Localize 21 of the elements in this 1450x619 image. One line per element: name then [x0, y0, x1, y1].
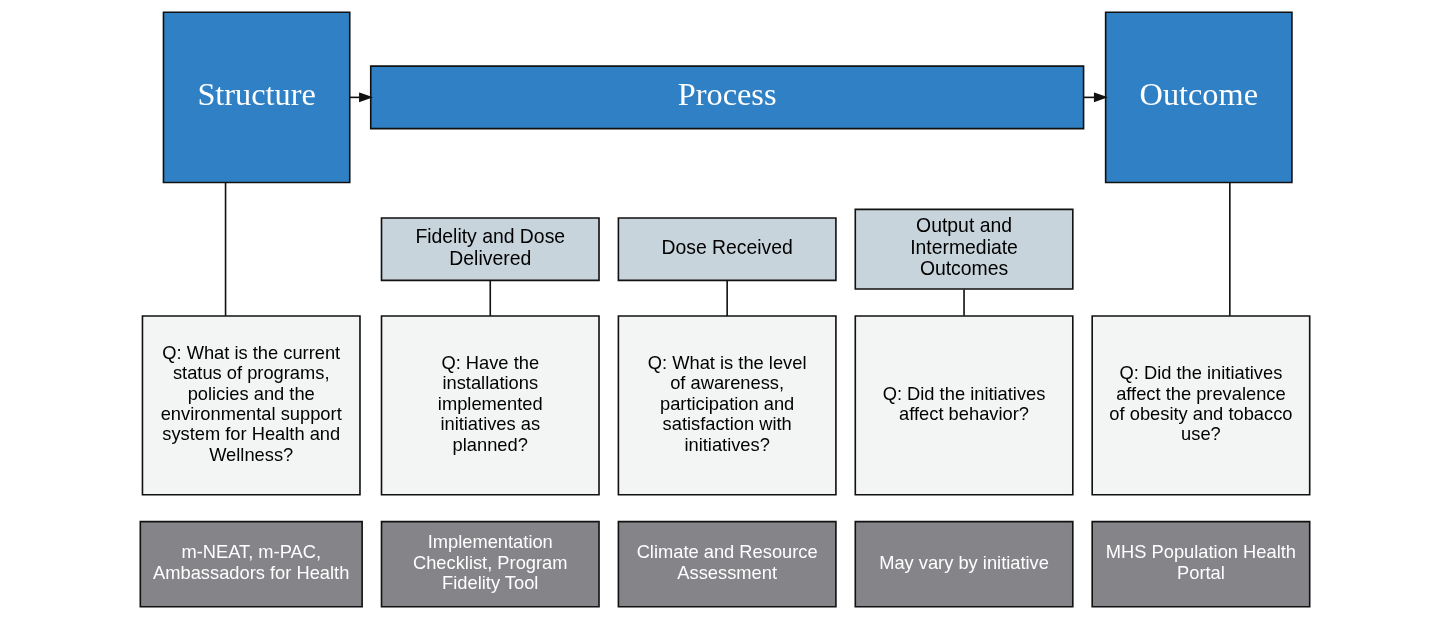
- connector: [489, 280, 492, 317]
- node-box: Dose Received: [617, 217, 837, 282]
- node-box: m-NEAT, m-PAC, Ambassadors for Health: [139, 520, 363, 608]
- node-box: Outcome: [1104, 11, 1293, 184]
- node-box: Climate and Resource Assessment: [617, 520, 837, 608]
- node-box: Q: Did the initiatives affect behavior?: [854, 315, 1074, 496]
- node-box: Structure: [162, 11, 351, 184]
- connector: [1229, 181, 1231, 317]
- node-box: Q: What is the level of awareness, participation and satisfaction with initiatives?: [617, 315, 837, 496]
- connector: [224, 181, 227, 317]
- connector: [963, 288, 965, 317]
- node-box: Process: [369, 65, 1085, 130]
- connector: [726, 280, 728, 317]
- node-box: Implementation Checklist, Program Fidelity Tool: [380, 520, 600, 608]
- node-box: May vary by initiative: [854, 520, 1074, 608]
- node-box: Q: What is the current status of programs, policies and the environmental support system for Health and Wellness?: [141, 315, 361, 496]
- node-box: MHS Population Health Portal: [1091, 520, 1311, 608]
- node-box: Fidelity and Dose Delivered: [380, 217, 600, 282]
- node-box: Output and Intermediate Outcomes: [854, 208, 1074, 290]
- node-box: Q: Have the installations implemented initiatives as planned?: [380, 315, 600, 496]
- node-box: Q: Did the initiatives affect the prevalence of obesity and tobacco use?: [1091, 315, 1311, 496]
